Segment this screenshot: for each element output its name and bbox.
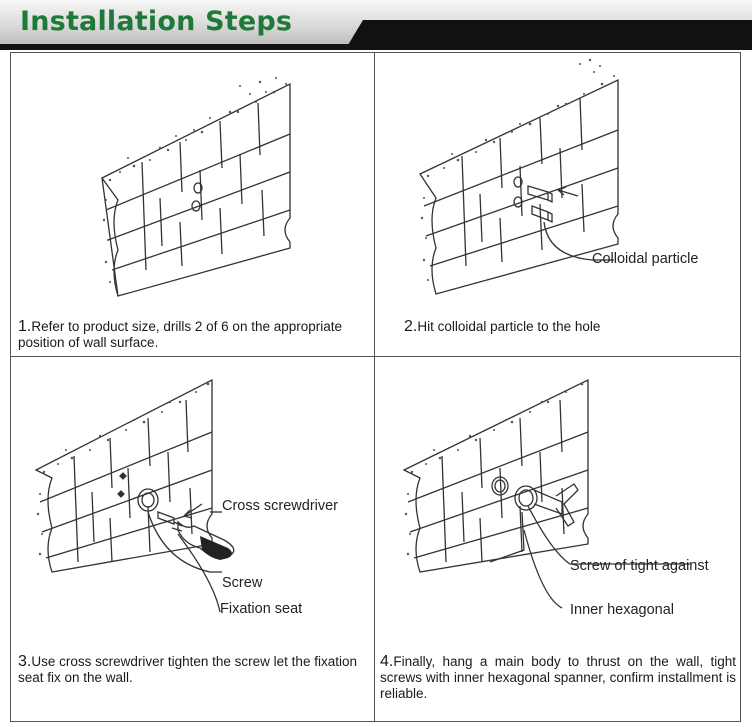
step-1-text: Refer to product size, drills 2 of 6 on …: [18, 319, 343, 350]
page-title: Installation Steps: [20, 6, 293, 37]
step-4-number: 4.: [380, 653, 394, 670]
vertical-divider: [374, 52, 375, 722]
header-stripe: [0, 44, 752, 50]
step-2-wall-illustration: [419, 58, 619, 295]
label-screw-of-tight-against: Screw of tight against: [570, 558, 709, 574]
step-2-text: Hit colloidal particle to the hole: [417, 319, 601, 334]
label-cross-screwdriver: Cross screwdriver: [222, 498, 339, 514]
label-inner-hexagonal: Inner hexagonal: [570, 602, 674, 618]
step-4-text: Finally, hang a main body to thrust on t…: [380, 654, 736, 701]
label-screw: Screw: [222, 575, 263, 591]
step-1-wall-illustration: [101, 77, 291, 297]
horizontal-divider: [10, 356, 741, 357]
step-2-number: 2.: [404, 318, 418, 335]
step-4-caption: 4.Finally, hang a main body to thrust on…: [380, 654, 736, 702]
step-1-caption: 1.Refer to product size, drills 2 of 6 o…: [18, 319, 368, 351]
step-2-caption: 2.Hit colloidal particle to the hole: [404, 319, 734, 335]
step-3-text: Use cross screwdriver tighten the screw …: [18, 654, 357, 685]
step-3-caption: 3.Use cross screwdriver tighten the scre…: [18, 654, 370, 686]
step-3-number: 3.: [18, 653, 32, 670]
step-3-wall-illustration: [34, 378, 235, 613]
header: Installation Steps: [0, 0, 752, 50]
step-4-wall-illustration: [402, 378, 690, 609]
steps-frame: [10, 52, 741, 722]
label-fixation-seat: Fixation seat: [220, 601, 303, 617]
label-colloidal-particle: Colloidal particle: [592, 251, 699, 267]
step-1-number: 1.: [18, 318, 32, 335]
